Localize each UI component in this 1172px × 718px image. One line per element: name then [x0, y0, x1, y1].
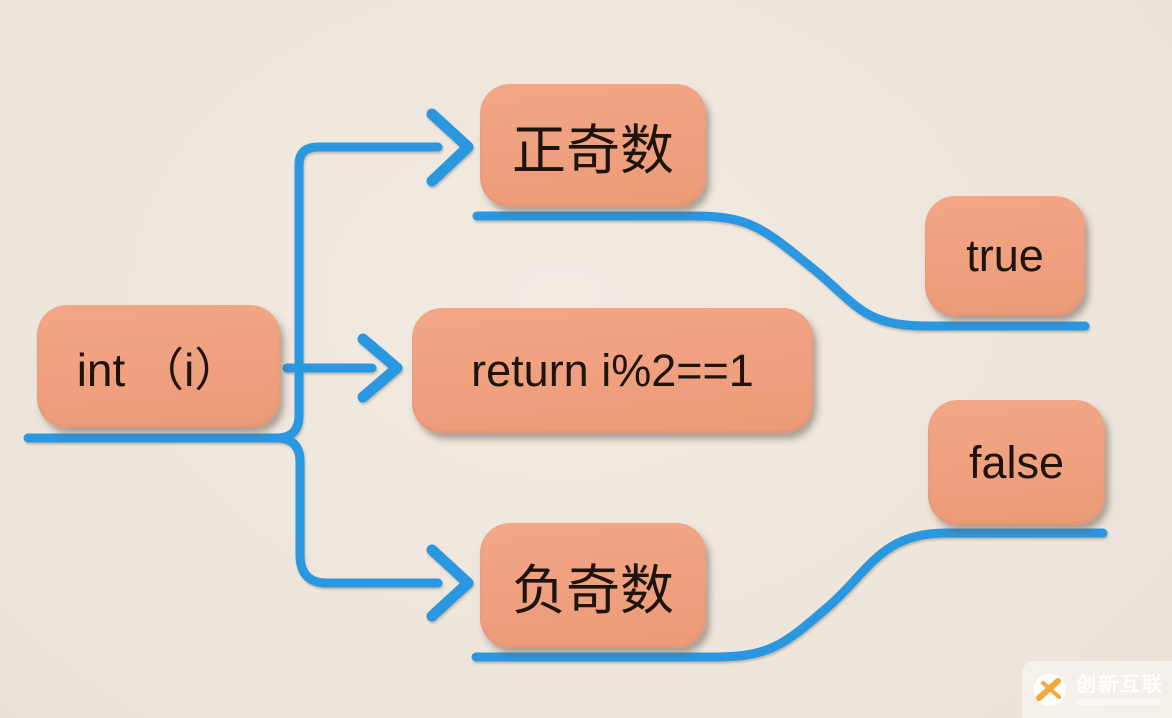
- node-root-int-i: int （i）: [37, 305, 280, 428]
- node-positive-label: 正奇数: [512, 121, 674, 181]
- node-condition-return: return i%2==1: [412, 308, 813, 433]
- watermark-subtext-illegible: [1076, 698, 1160, 705]
- node-root-label: int （i）: [76, 343, 241, 396]
- node-result-false: false: [928, 400, 1105, 525]
- connector-positive-to-true: [472, 211, 1090, 331]
- arrowhead-to-positive: [426, 108, 474, 187]
- arrowhead-to-condition: [357, 333, 403, 403]
- watermark-badge: 创新互联: [1022, 661, 1172, 718]
- node-negative-label: 负奇数: [512, 561, 674, 621]
- node-false-label: false: [968, 436, 1065, 488]
- watermark-text: 创新互联: [1076, 675, 1164, 705]
- node-result-true: true: [925, 196, 1085, 316]
- node-condition-label: return i%2==1: [471, 344, 754, 396]
- connector-root-to-negative: [271, 433, 443, 588]
- arrowhead-to-negative: [426, 544, 474, 622]
- cx-logo-icon: [1033, 673, 1066, 706]
- watermark-brand: 创新互联: [1076, 673, 1164, 696]
- node-true-label: true: [966, 230, 1044, 281]
- node-negative-odd: 负奇数: [480, 523, 706, 648]
- node-positive-odd: 正奇数: [480, 84, 706, 207]
- connector-negative-to-false: [471, 528, 1108, 662]
